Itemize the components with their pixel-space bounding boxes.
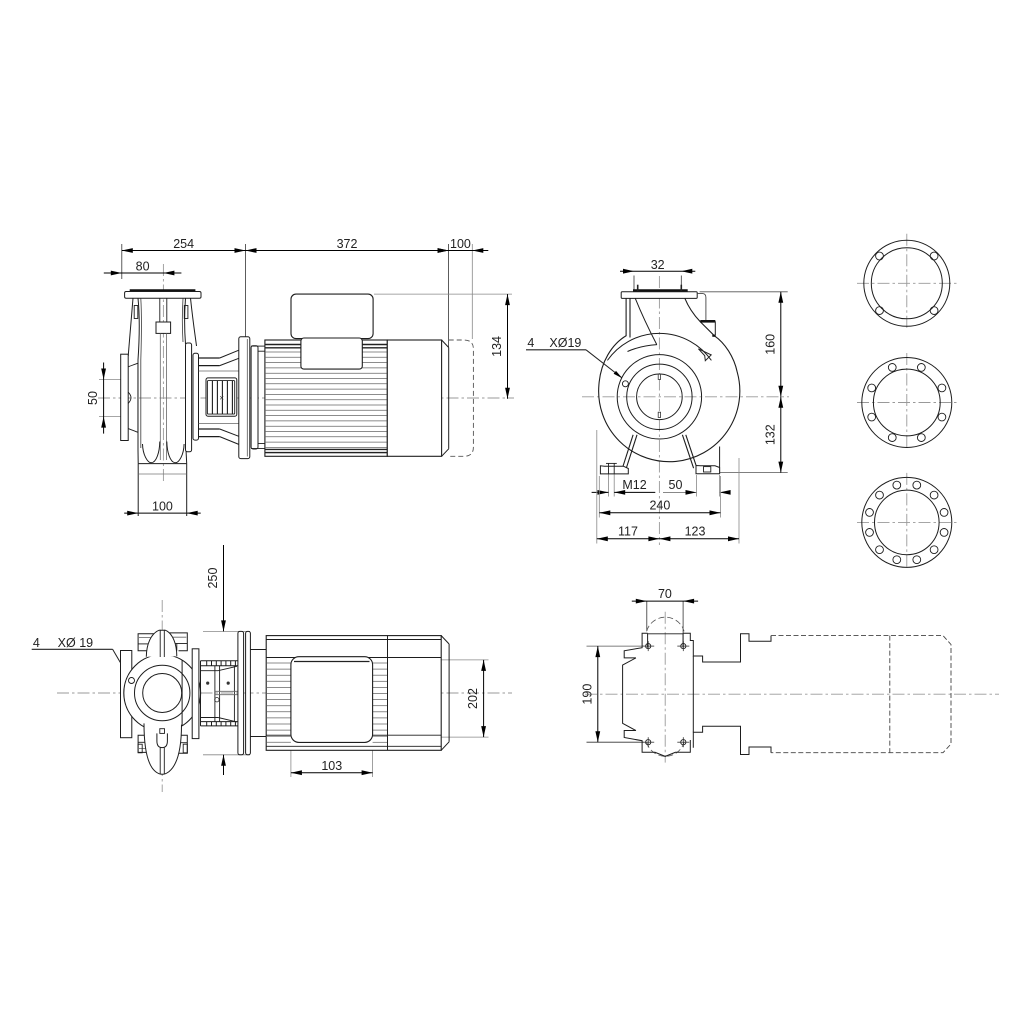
svg-text:80: 80 <box>136 259 150 273</box>
svg-text:XØ 19: XØ 19 <box>58 636 93 650</box>
svg-text:134: 134 <box>490 336 504 357</box>
svg-text:M12: M12 <box>622 478 646 492</box>
svg-text:4: 4 <box>527 336 534 350</box>
svg-text:240: 240 <box>649 498 670 512</box>
svg-text:254: 254 <box>173 237 194 251</box>
svg-text:372: 372 <box>337 237 358 251</box>
svg-text:XØ19: XØ19 <box>549 336 581 350</box>
svg-text:160: 160 <box>763 334 777 355</box>
svg-text:123: 123 <box>685 524 706 538</box>
svg-text:50: 50 <box>86 391 100 405</box>
svg-text:132: 132 <box>763 424 777 445</box>
svg-text:32: 32 <box>651 258 665 272</box>
svg-text:70: 70 <box>658 587 672 601</box>
svg-text:103: 103 <box>321 759 342 773</box>
svg-text:202: 202 <box>466 688 480 709</box>
svg-text:100: 100 <box>450 237 471 251</box>
svg-text:117: 117 <box>618 524 638 538</box>
svg-text:190: 190 <box>580 684 594 705</box>
svg-text:×: × <box>219 394 224 403</box>
svg-text:100: 100 <box>152 499 173 513</box>
svg-text:250: 250 <box>206 568 220 589</box>
svg-text:4: 4 <box>33 636 40 650</box>
svg-text:50: 50 <box>669 478 683 492</box>
